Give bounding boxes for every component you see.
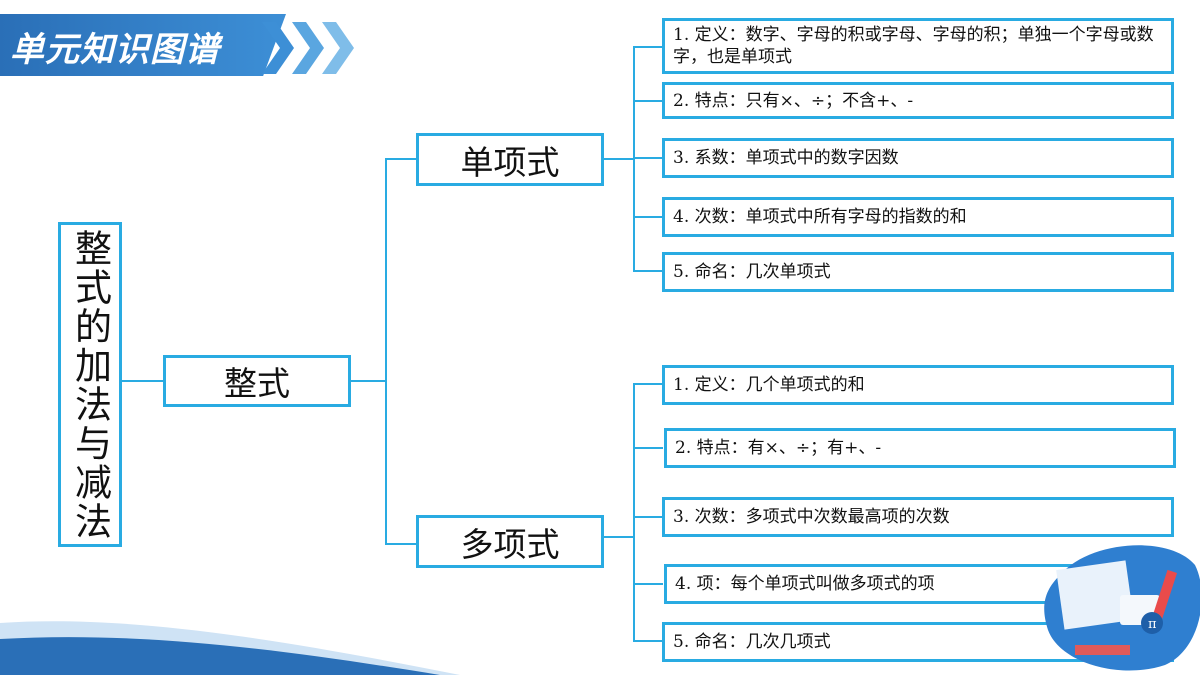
leaf-box: 2. 特点：有×、÷；有+、- bbox=[664, 428, 1176, 468]
leaf-text: 3. 次数：多项式中次数最高项的次数 bbox=[673, 507, 950, 527]
leaf-box: 1. 定义：数字、字母的积或字母、字母的积；单独一个字母或数字，也是单项式 bbox=[662, 18, 1174, 74]
connector-line bbox=[633, 100, 663, 102]
leaf-box: 2. 特点：只有×、÷；不含+、- bbox=[662, 82, 1174, 119]
connector-line bbox=[633, 383, 635, 641]
connector-line bbox=[122, 380, 164, 382]
connector-line bbox=[633, 216, 663, 218]
branch-node-polynomial: 多项式 bbox=[416, 515, 604, 568]
leaf-text: 4. 次数：单项式中所有字母的指数的和 bbox=[673, 207, 967, 227]
branch-node-monomial: 单项式 bbox=[416, 133, 604, 186]
root-node: 整式的加法与减法 bbox=[58, 222, 122, 547]
connector-line bbox=[633, 583, 663, 585]
leaf-text: 1. 定义：数字、字母的积或字母、字母的积；单独一个字母或数字，也是单项式 bbox=[673, 25, 1154, 67]
connector-line bbox=[350, 380, 386, 382]
branch-label: 单项式 bbox=[460, 142, 560, 182]
wave-decoration bbox=[0, 621, 460, 675]
connector-line bbox=[633, 270, 663, 272]
connector-line bbox=[633, 46, 635, 272]
connector-line bbox=[603, 536, 635, 538]
center-node: 整式 bbox=[163, 355, 351, 407]
connector-line bbox=[385, 543, 417, 545]
leaf-box: 1. 定义：几个单项式的和 bbox=[662, 365, 1174, 405]
leaf-text: 4. 项：每个单项式叫做多项式的项 bbox=[675, 574, 935, 594]
chevron-icon bbox=[262, 22, 294, 74]
center-label: 整式 bbox=[224, 364, 290, 403]
leaf-box: 3. 次数：多项式中次数最高项的次数 bbox=[662, 497, 1174, 537]
connector-line bbox=[633, 447, 663, 449]
leaf-box: 5. 命名：几次单项式 bbox=[662, 252, 1174, 292]
chevron-icon bbox=[322, 22, 354, 74]
leaf-box: 4. 次数：单项式中所有字母的指数的和 bbox=[662, 197, 1174, 237]
connector-line bbox=[633, 46, 663, 48]
connector-line bbox=[385, 158, 387, 544]
connector-line bbox=[633, 157, 663, 159]
leaf-text: 3. 系数：单项式中的数字因数 bbox=[673, 148, 899, 168]
root-label: 整式的加法与减法 bbox=[68, 228, 112, 541]
leaf-text: 2. 特点：只有×、÷；不含+、- bbox=[673, 90, 914, 111]
connector-line bbox=[633, 640, 663, 642]
connector-line bbox=[603, 158, 635, 160]
chevron-icon bbox=[292, 22, 324, 74]
leaf-text: 5. 命名：几次几项式 bbox=[673, 632, 831, 652]
svg-text:π: π bbox=[1148, 617, 1157, 632]
connector-line bbox=[633, 516, 663, 518]
connector-line bbox=[385, 158, 417, 160]
connector-line bbox=[633, 383, 663, 385]
leaf-box: 3. 系数：单项式中的数字因数 bbox=[662, 138, 1174, 178]
page-title: 单元知识图谱 bbox=[10, 30, 220, 70]
leaf-text: 1. 定义：几个单项式的和 bbox=[673, 375, 865, 395]
leaf-text: 2. 特点：有×、÷；有+、- bbox=[675, 438, 882, 458]
math-illustration: π bbox=[1044, 545, 1200, 671]
leaf-text: 5. 命名：几次单项式 bbox=[673, 262, 831, 282]
title-banner bbox=[0, 14, 286, 76]
branch-label: 多项式 bbox=[460, 524, 560, 564]
